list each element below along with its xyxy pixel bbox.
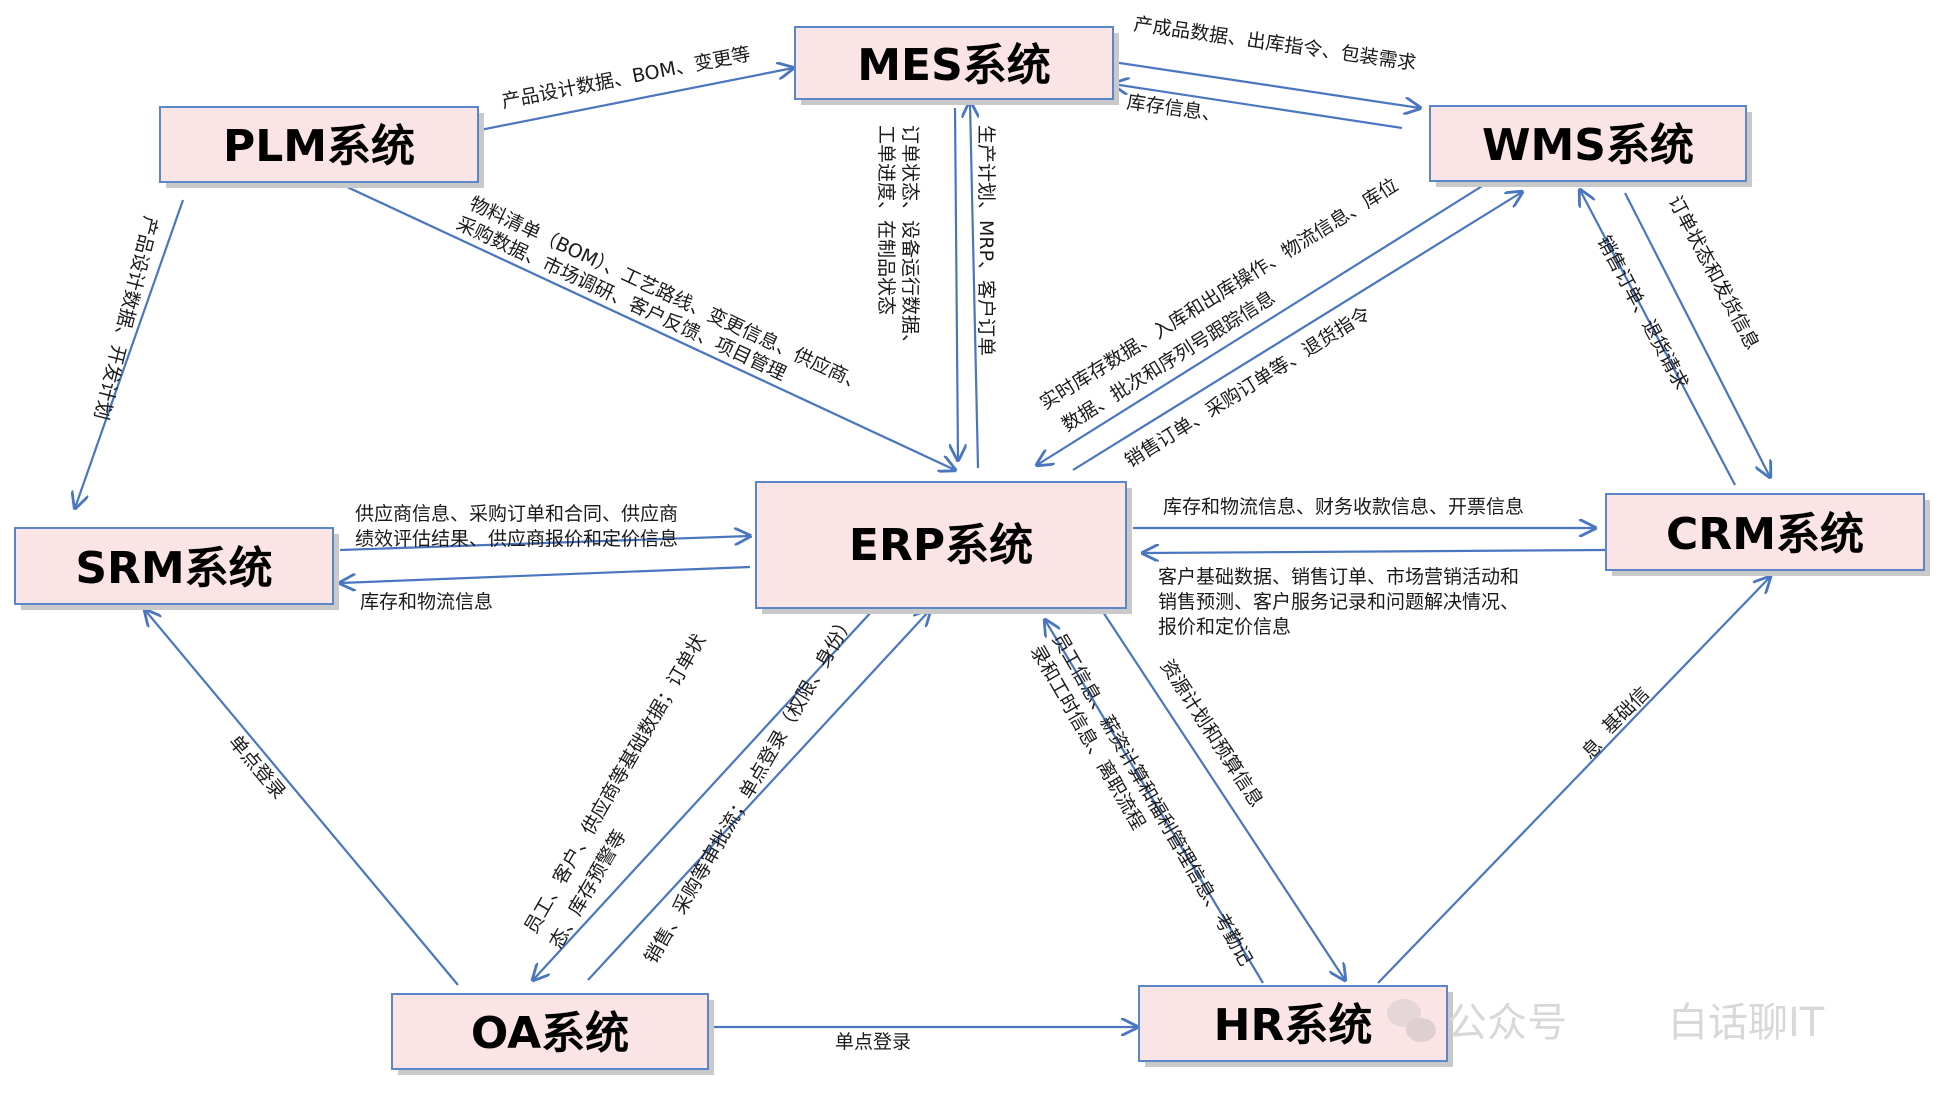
label-crm-erp-line: 报价和定价信息: [1158, 616, 1291, 638]
edge-srm-erp: [339, 536, 750, 552]
edge-crm-wms: [1580, 190, 1736, 486]
label-wms-mes: 库存信息、: [1125, 91, 1222, 126]
edge-erp-hr: [1102, 611, 1345, 980]
edge-erp-srm: [340, 565, 751, 583]
label-crm-erp: 客户基础数据、销售订单、市场营销活动和 销售预测、客户服务记录和问题解决情况、 …: [1158, 566, 1519, 638]
label-plm-erp-line: 采购数据、市场调研、客户反馈、项目管理: [453, 213, 789, 386]
edge-wms-mes: [1113, 84, 1403, 130]
label-hr-crm-line: 息: [1578, 735, 1607, 764]
edge-crm-erp: [1143, 550, 1606, 553]
wechat-icon: [1387, 999, 1436, 1042]
label-erp-mes: 生产计划、MRP、客户订单: [975, 125, 997, 356]
label-plm-srm: 产品设计数据、开发计划: [90, 214, 162, 422]
label-crm-erp-line: 销售预测、客户服务记录和问题解决情况、: [1158, 591, 1519, 613]
label-mes-erp-line: 工单进度、在制品状态: [875, 125, 897, 315]
label-erp-hr: 资源计划和预算信息: [1156, 656, 1268, 811]
label-hr-erp: 员工信息、薪资计算和福利管理信息、考勤记 录和工时信息、离职流程: [1026, 630, 1257, 970]
node-oa-label: OA系统: [471, 1008, 629, 1059]
label-wms-crm: 订单状态和发货信息: [1664, 192, 1764, 353]
edge-plm-srm: [75, 199, 185, 508]
node-hr[interactable]: HR系统: [1138, 985, 1453, 1067]
node-plm[interactable]: PLM系统: [159, 106, 484, 188]
label-oa-hr: 单点登录: [835, 1031, 911, 1053]
edge-hr-erp: [1045, 620, 1264, 984]
node-wms[interactable]: WMS系统: [1429, 105, 1752, 187]
label-plm-erp: 物料清单（BOM）、工艺路线、变更信息、供应商、 采购数据、市场调研、客户反馈、…: [453, 193, 868, 396]
node-srm[interactable]: SRM系统: [14, 527, 339, 610]
node-wms-label: WMS系统: [1482, 120, 1694, 171]
label-plm-mes: 产品设计数据、BOM、变更等: [500, 43, 753, 113]
edge-mes-erp: [955, 107, 958, 460]
node-erp-label: ERP系统: [849, 520, 1033, 571]
watermark-brand: 公众号: [1447, 1000, 1567, 1046]
node-crm[interactable]: CRM系统: [1605, 493, 1930, 576]
label-mes-erp-line: 订单状态、设备运行数据、: [899, 125, 921, 353]
edge-hr-crm: [1377, 577, 1770, 984]
edge-wms-erp: [1037, 177, 1496, 465]
label-srm-erp-line: 供应商信息、采购订单和合同、供应商: [355, 503, 678, 525]
label-srm-erp-line: 绩效评估结果、供应商报价和定价信息: [355, 528, 678, 550]
node-erp[interactable]: ERP系统: [755, 481, 1132, 614]
node-srm-label: SRM系统: [75, 543, 272, 594]
label-erp-crm: 库存和物流信息、财务收款信息、开票信息: [1163, 496, 1524, 518]
label-mes-erp: 订单状态、设备运行数据、 工单进度、在制品状态: [875, 125, 921, 353]
node-hr-label: HR系统: [1214, 1000, 1373, 1051]
edge-oa-srm: [145, 610, 459, 986]
label-crm-erp-line: 客户基础数据、销售订单、市场营销活动和: [1158, 566, 1519, 588]
label-wms-erp-line: 实时库存数据、入库和出库操作、物流信息、库位: [1036, 174, 1402, 414]
node-plm-label: PLM系统: [223, 121, 415, 172]
node-crm-label: CRM系统: [1666, 509, 1864, 560]
edge-plm-erp: [344, 185, 955, 470]
label-crm-wms: 销售订单、退货请求: [1593, 232, 1693, 393]
edge-oa-erp: [587, 610, 930, 981]
watermark-name: 白话聊IT: [1668, 1000, 1825, 1046]
edge-plm-mes: [479, 68, 793, 132]
label-erp-srm: 库存和物流信息: [360, 591, 493, 613]
label-srm-erp: 供应商信息、采购订单和合同、供应商 绩效评估结果、供应商报价和定价信息: [355, 503, 678, 550]
node-mes-label: MES系统: [857, 40, 1051, 91]
label-oa-srm: 单点登录: [224, 731, 290, 803]
label-hr-crm: 基础信 息: [1578, 683, 1654, 764]
nodes: MES系统 PLM系统 WMS系统 SRM系统 ERP系统 CRM系统: [14, 26, 1930, 1075]
watermark: 公众号 白话聊IT: [1387, 999, 1825, 1046]
edges: [75, 60, 1770, 1027]
edge-erp-oa: [533, 609, 874, 980]
edge-erp-mes: [970, 102, 978, 469]
edge-erp-wms: [1072, 192, 1522, 471]
edge-wms-crm: [1624, 192, 1770, 477]
label-mes-wms: 产成品数据、出库指令、包装需求: [1132, 13, 1417, 74]
edge-mes-wms: [1112, 60, 1420, 108]
node-oa[interactable]: OA系统: [391, 993, 714, 1075]
label-plm-erp-line: 物料清单（BOM）、工艺路线、变更信息、供应商、: [466, 193, 868, 396]
label-hr-crm-line: 基础信: [1598, 683, 1654, 739]
node-mes[interactable]: MES系统: [794, 26, 1119, 105]
